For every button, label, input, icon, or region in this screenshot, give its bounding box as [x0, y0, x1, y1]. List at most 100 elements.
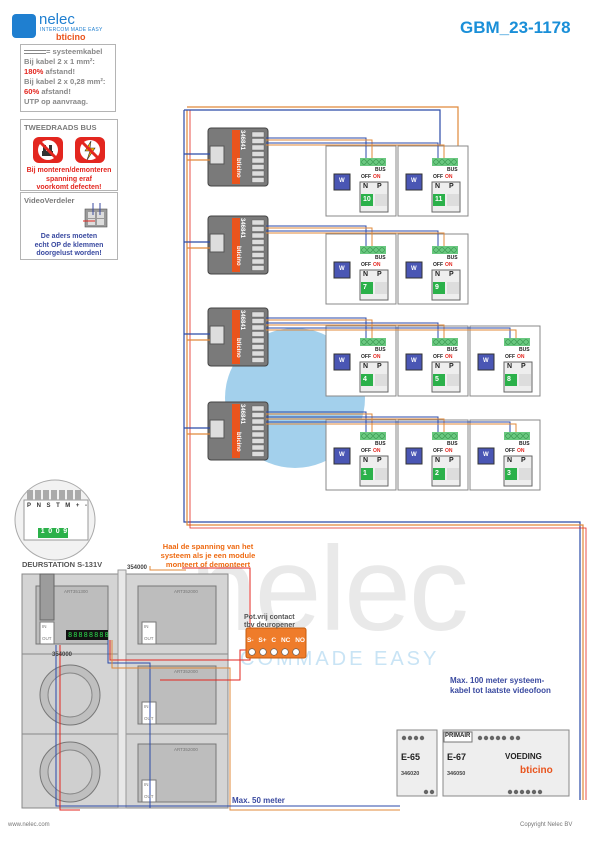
monitor-screen-label: W — [483, 452, 489, 458]
monitor-n-label: N — [363, 183, 369, 190]
monitor-screen — [477, 447, 495, 465]
distributor-out-terminal — [251, 226, 265, 232]
keypad-value: 0 — [48, 528, 53, 535]
bus-warning-1: Bij monteren/demonteren — [26, 167, 112, 174]
monitor-n-label: N — [507, 457, 513, 464]
distributor-in-terminal — [209, 233, 225, 253]
distributor-brand: bticino — [235, 246, 241, 266]
distributor-label: 346841 — [239, 310, 245, 331]
monitor-off-label: OFF — [361, 448, 371, 454]
monitor-terminal-strip — [504, 338, 530, 346]
watermark-word: nelec — [190, 522, 469, 656]
max-door-note: Max. 50 meter — [232, 796, 285, 805]
monitor-off-label: OFF — [361, 354, 371, 360]
distributor-label: 346841 — [239, 130, 245, 151]
distributor-brand-strip — [232, 404, 240, 458]
no-power-icon — [33, 137, 105, 163]
distributor-out-terminal — [251, 219, 265, 226]
door-station-frames — [21, 569, 229, 809]
monitor-off-label: OFF — [505, 448, 515, 454]
monitor-on-label: ON — [373, 262, 381, 268]
relay-terminal-label: NC — [280, 637, 291, 644]
bus-trunk — [183, 110, 587, 800]
monitor-p-label: P — [377, 363, 382, 370]
monitor-n-label: N — [435, 363, 441, 370]
monitor-code-cell — [447, 374, 459, 386]
door-blank-code-3: ART352000 — [174, 747, 198, 752]
monitor-bus-label: BUS — [375, 347, 386, 353]
monitor-wire — [266, 413, 373, 432]
distributor-out-terminal — [251, 144, 265, 151]
monitor-p-label: P — [449, 457, 454, 464]
monitor-screen-label: W — [339, 452, 345, 458]
monitor-bus-label: BUS — [519, 441, 530, 447]
relay-terminal-label: S+ — [258, 637, 267, 644]
monitor-on-label: ON — [373, 174, 381, 180]
monitor-wire — [266, 232, 445, 246]
keypad-label: + — [75, 503, 80, 509]
monitor-on-label: ON — [373, 354, 381, 360]
monitor-n-label: N — [363, 271, 369, 278]
monitor-wire — [266, 322, 439, 338]
monitor-n-label: N — [363, 457, 369, 464]
monitor-code-cell — [375, 374, 387, 386]
distributor-out-terminal — [251, 151, 265, 157]
cable-note-line3: Bij kabel 2 x 0,28 mm²: — [24, 77, 106, 86]
monitor-wire — [266, 416, 439, 432]
distributor-brand: bticino — [235, 338, 241, 358]
max-system-note: Max. 100 meter systeem- kabel tot laatst… — [450, 676, 551, 695]
monitor-terminal-strip — [360, 246, 386, 254]
monitor-on-label: ON — [373, 448, 381, 454]
monitor-screen-label: W — [339, 266, 345, 272]
distributor-out-terminal — [251, 412, 265, 418]
monitor-off-label: OFF — [361, 174, 371, 180]
document-code: GBM_23-1178 — [460, 18, 571, 37]
monitor-code: 8 — [507, 376, 511, 383]
splitter-note-3: doorgelust worden! — [36, 250, 102, 257]
distributor-brand-strip — [232, 130, 240, 184]
monitor-p-label: P — [377, 183, 382, 190]
e65-label: E-65 — [401, 752, 421, 762]
monitor-off-label: OFF — [433, 262, 443, 268]
monitor-wire — [266, 423, 517, 432]
monitor-bus-label: BUS — [375, 441, 386, 447]
monitor-screen-label: W — [411, 358, 417, 364]
monitor-rows — [184, 127, 541, 491]
voeding-label: VOEDING — [505, 752, 542, 761]
terminal-block-icon — [83, 203, 108, 228]
monitor-p-label: P — [449, 183, 454, 190]
monitor-screen-label: W — [339, 358, 345, 364]
monitor-p-label: P — [377, 271, 382, 278]
footer-website: www.nelec.com — [8, 822, 50, 828]
bus-note-box: TWEEDRAADS BUS Bij monteren/demonteren s… — [20, 119, 118, 191]
e65-code: 346020 — [401, 771, 420, 777]
distributor-out-terminal — [251, 311, 265, 318]
monitor-wire — [266, 319, 373, 338]
monitor-code-led — [505, 468, 517, 480]
monitor-code-led — [433, 468, 445, 480]
monitor-code-cell — [375, 194, 387, 206]
splitter-note-box: VideoVerdeler De aders moeten echt OP de… — [20, 192, 118, 260]
monitor-screen-label: W — [483, 358, 489, 364]
monitor-code: 1 — [363, 470, 367, 477]
bus-warning-2: spanning eraf — [46, 175, 92, 183]
cable-note-pct1: 180% — [24, 67, 44, 76]
door-frame-code: 354000 — [127, 565, 148, 571]
distributor-out-terminal — [251, 258, 265, 265]
monitor-code-cell — [447, 468, 459, 480]
distributor-brand-strip — [232, 310, 240, 364]
door-out-label-2: OUT — [144, 636, 154, 641]
distributor-out-terminal — [251, 425, 265, 431]
door-out-label: OUT — [42, 636, 52, 641]
distributor-out-terminal — [251, 318, 265, 324]
door-frame-code-2: 354000 — [52, 652, 73, 658]
door-blank-code: ART352000 — [174, 589, 198, 594]
monitor-code-led — [361, 468, 373, 480]
monitor-code: 2 — [435, 470, 439, 477]
door-station-title: DEURSTATION S-131V — [22, 560, 103, 569]
brand-partner: bticino — [56, 32, 86, 42]
door-wiring — [55, 566, 400, 811]
